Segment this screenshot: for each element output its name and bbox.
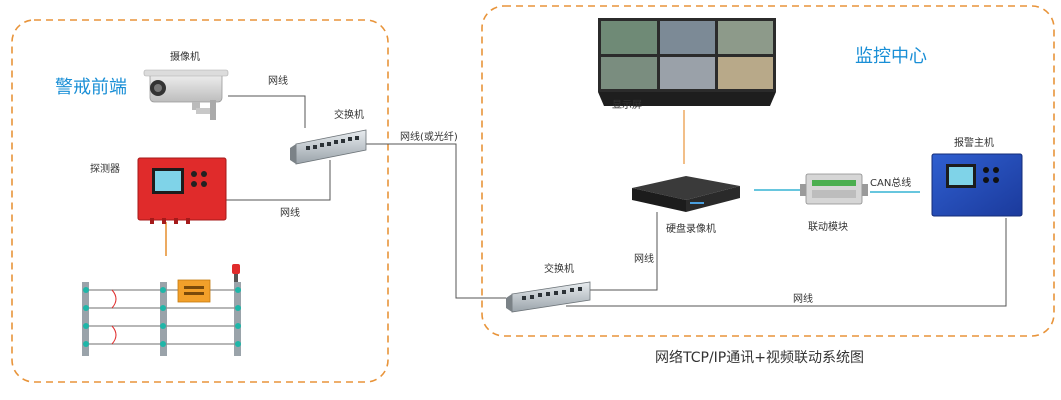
label-can-bus: CAN总线 — [870, 176, 911, 189]
wire-switch-alarm — [566, 218, 1007, 307]
alarm-host-label: 报警主机 — [954, 136, 994, 149]
nvr-label: 硬盘录像机 — [666, 222, 716, 235]
camera-icon — [143, 69, 229, 120]
linkage-module-label: 联动模块 — [808, 221, 848, 233]
label-camera-switch: 网线 — [268, 74, 288, 87]
front-switch-icon — [290, 129, 367, 165]
label-detector-switch: 网线 — [280, 206, 300, 219]
monitor-label: 显示屏 — [612, 99, 642, 111]
fence-icon — [82, 264, 241, 356]
diagram-caption: 网络TCP/IP通讯+视频联动系统图 — [655, 350, 864, 366]
center-switch-icon — [506, 281, 591, 313]
center-zone-title: 监控中心 — [855, 46, 927, 67]
camera-label: 摄像机 — [170, 50, 200, 63]
front-switch-label: 交换机 — [334, 108, 364, 121]
center-zone-border — [481, 5, 1055, 337]
wires — [226, 95, 1007, 307]
wire-camera-switch — [228, 95, 306, 128]
wire-switch-nvr — [568, 212, 658, 291]
label-switch-alarm: 网线 — [793, 292, 813, 305]
wire-front-center — [362, 143, 506, 299]
detector-label: 探测器 — [90, 162, 120, 175]
label-switch-nvr: 网线 — [634, 252, 654, 265]
label-front-center: 网线(或光纤) — [400, 130, 458, 143]
linkage-module-icon — [800, 173, 868, 205]
nvr-icon — [632, 176, 740, 212]
detector-icon — [137, 157, 227, 224]
monitor-icon — [598, 18, 776, 106]
center-switch-label: 交换机 — [544, 262, 574, 275]
wire-detector-switch — [226, 160, 331, 201]
alarm-host-icon — [931, 153, 1023, 217]
front-zone-title: 警戒前端 — [55, 77, 127, 98]
